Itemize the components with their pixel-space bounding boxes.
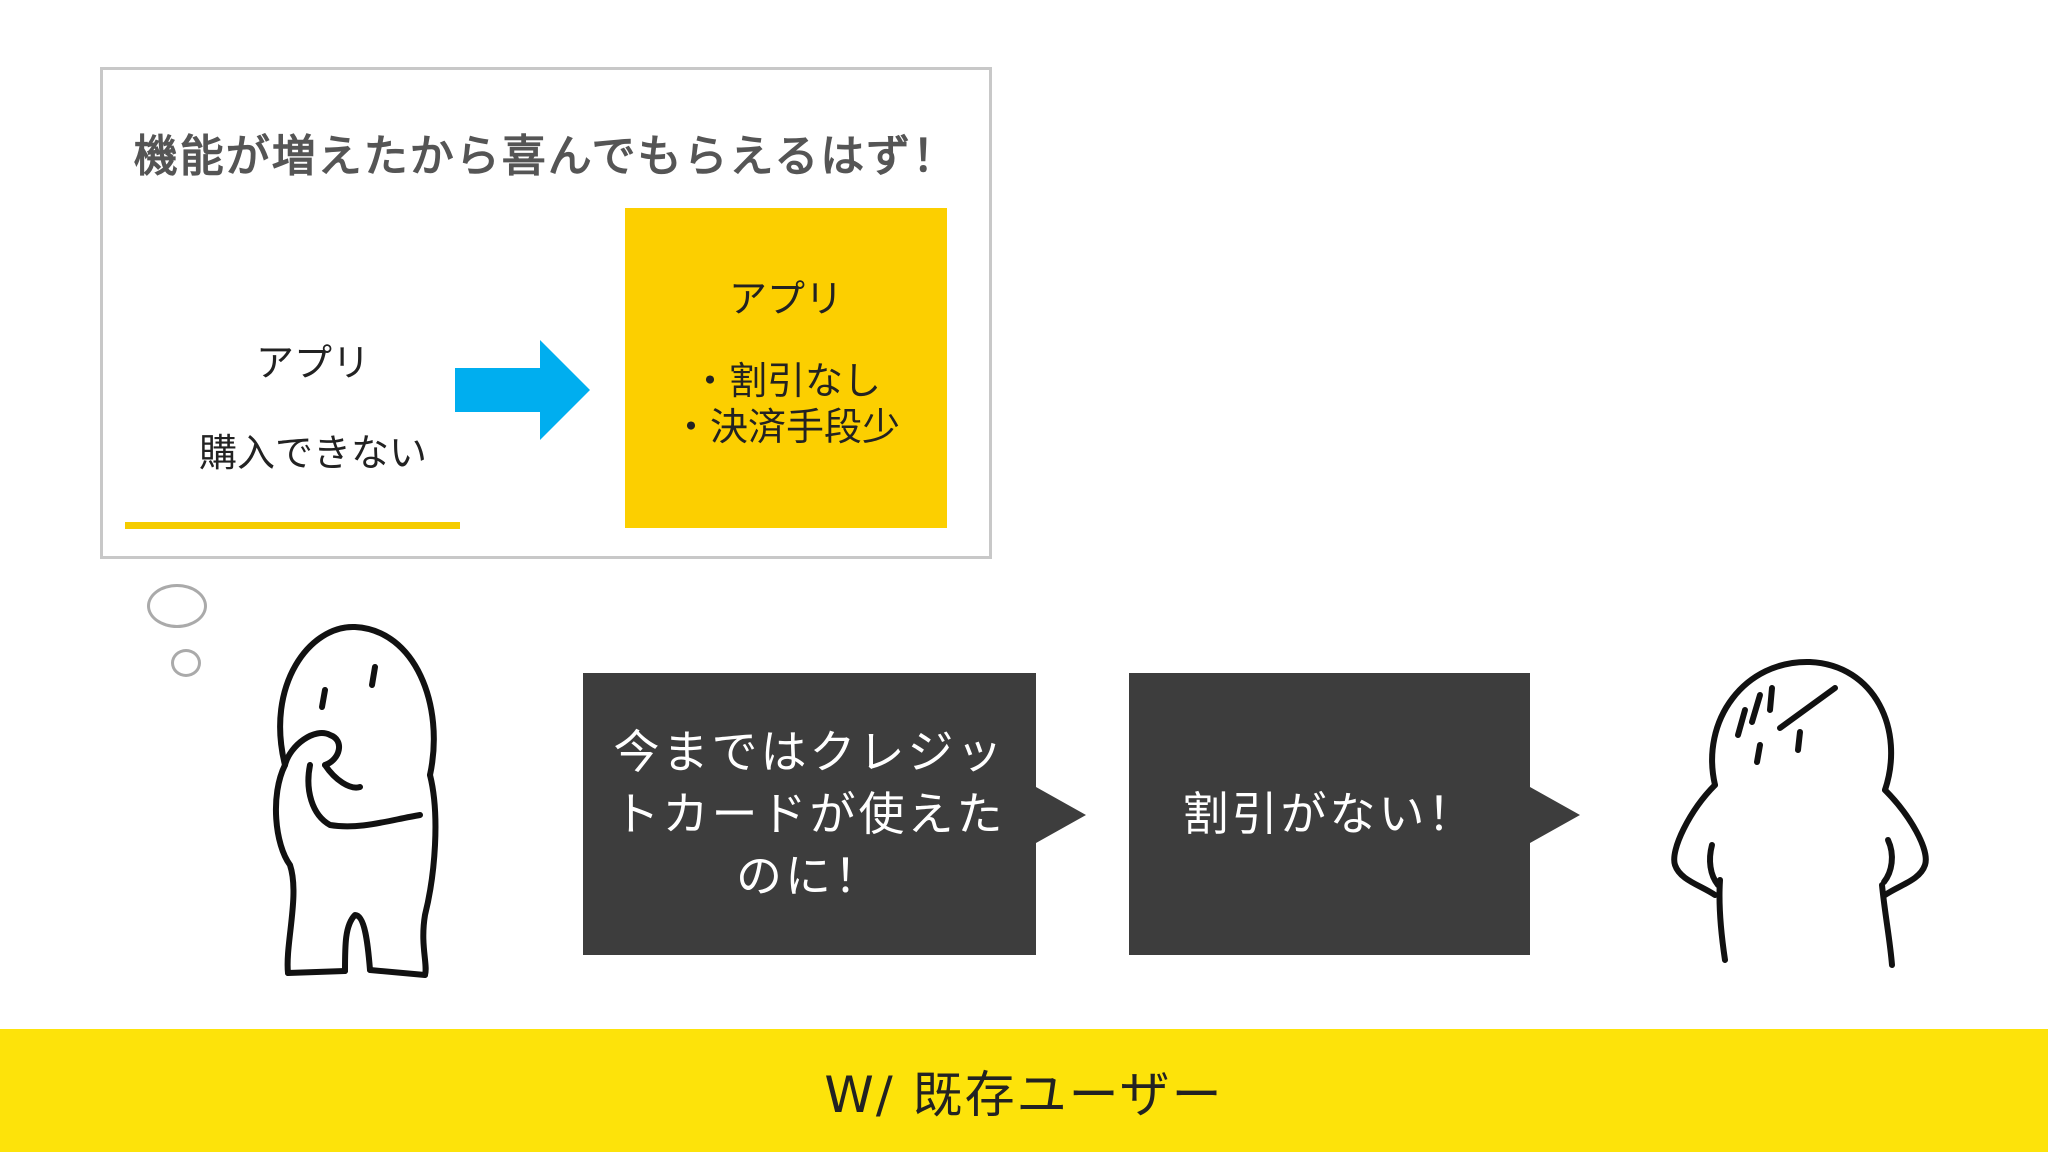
before-label-app: アプリ [255, 341, 370, 385]
callout-tail [1530, 787, 1580, 843]
callout-tail [1036, 787, 1086, 843]
arrow-right-icon [455, 340, 590, 440]
callout-credit-card: 今まではクレジッ トカードが使えた のに！ [583, 673, 1036, 955]
thought-title: 機能が増えたから喜んでもらえるはず！ [133, 131, 959, 182]
thinking-person-icon [273, 623, 439, 978]
before-underline [125, 522, 460, 529]
after-panel: アプリ ・割引なし ・決済手段少 [625, 208, 947, 528]
callout-line: トカードが使えた [613, 787, 1006, 841]
after-item: ・割引なし [690, 359, 881, 403]
footer-band: W/ 既存ユーザー [0, 1029, 2048, 1152]
angry-person-icon [1671, 658, 1929, 968]
callout-line: 今まではクレジッ [613, 725, 1006, 779]
after-title: アプリ [728, 277, 843, 321]
after-list: ・割引なし ・決済手段少 [625, 358, 947, 450]
footer-label: W/ 既存ユーザー [824, 1065, 1224, 1124]
thought-panel: 機能が増えたから喜んでもらえるはず！ アプリ 購入できない アプリ ・割引なし … [100, 67, 992, 559]
callout-line: のに！ [736, 849, 883, 903]
callout-no-discount: 割引がない！ [1129, 673, 1530, 955]
after-item: ・決済手段少 [671, 405, 900, 449]
thought-bubble-small [171, 649, 201, 677]
before-label-status: 購入できない [198, 431, 427, 475]
thought-bubble-large [147, 584, 207, 628]
callout-line: 割引がない！ [1182, 787, 1477, 841]
